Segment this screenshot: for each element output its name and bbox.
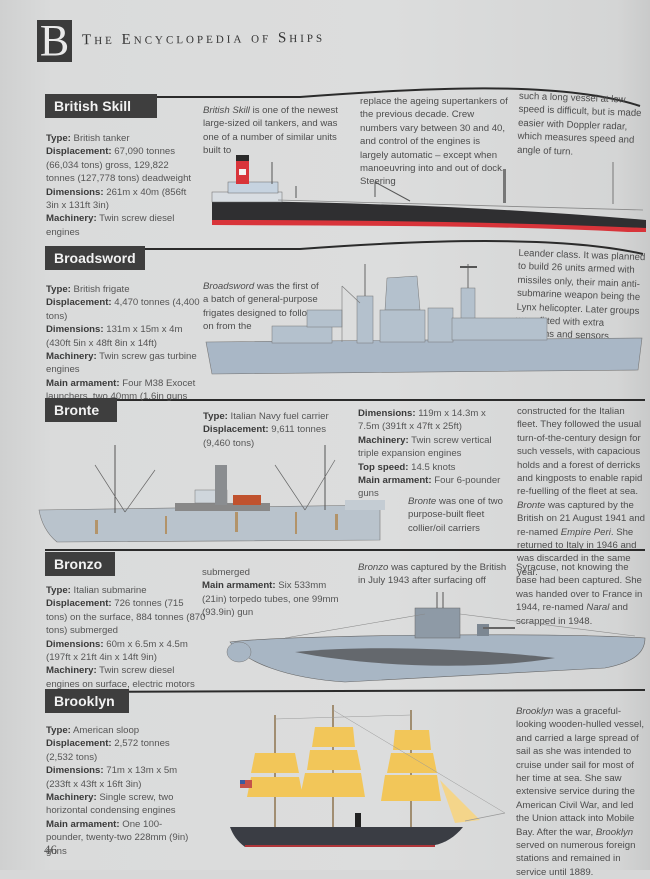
bronte-illustration: [38, 445, 385, 543]
ship-description: Brooklyn was a graceful-looking wooden-h…: [516, 706, 644, 878]
ship-specs-cont: Dimensions: 119m x 14.3m x 7.5m (391ft x…: [358, 408, 501, 500]
page-number: 46: [44, 842, 57, 857]
ship-description: Bronzo was captured by the British in Ju…: [358, 562, 507, 587]
ship-specs: Type: Italian submarine Displacement: 72…: [46, 585, 206, 690]
broadsword-illustration: [205, 264, 643, 375]
brooklyn-illustration: [230, 705, 506, 847]
ship-specs: Type: British frigate Displacement: 4,47…: [46, 284, 200, 403]
bronzo-illustration: [226, 592, 646, 683]
section-letter-badge: B: [37, 19, 72, 63]
ship-description: Broadsword was the first of a batch of g…: [203, 281, 319, 333]
ship-description-cont: replace the ageing supertankers of the p…: [360, 96, 508, 188]
ship-specs: Type: Italian Navy fuel carrier Displace…: [203, 411, 329, 449]
ship-description-cont: constructed for the Italian fleet. They …: [517, 406, 646, 578]
british-skill-illustration: [211, 155, 646, 232]
ship-description: Bronte was one of two purpose-built flee…: [408, 496, 503, 534]
ship-specs: Type: British tanker Displacement: 67,09…: [46, 133, 192, 238]
ship-specs: Type: American sloop Displacement: 2,572…: [46, 725, 189, 857]
ship-name-tab: Brooklyn: [45, 689, 129, 713]
ship-name-tab: British Skill: [45, 94, 157, 118]
ship-name-tab: Broadsword: [45, 246, 145, 270]
ship-name-tab: Bronzo: [45, 552, 115, 576]
ship-description-cont: Syracuse, not knowing the base had been …: [516, 562, 643, 627]
ship-description: British Skill is one of the newest large…: [203, 105, 338, 157]
ship-name-tab: Bronte: [45, 398, 117, 422]
ship-specs-cont: submerged Main armament: Six 533mm (21in…: [202, 567, 339, 619]
